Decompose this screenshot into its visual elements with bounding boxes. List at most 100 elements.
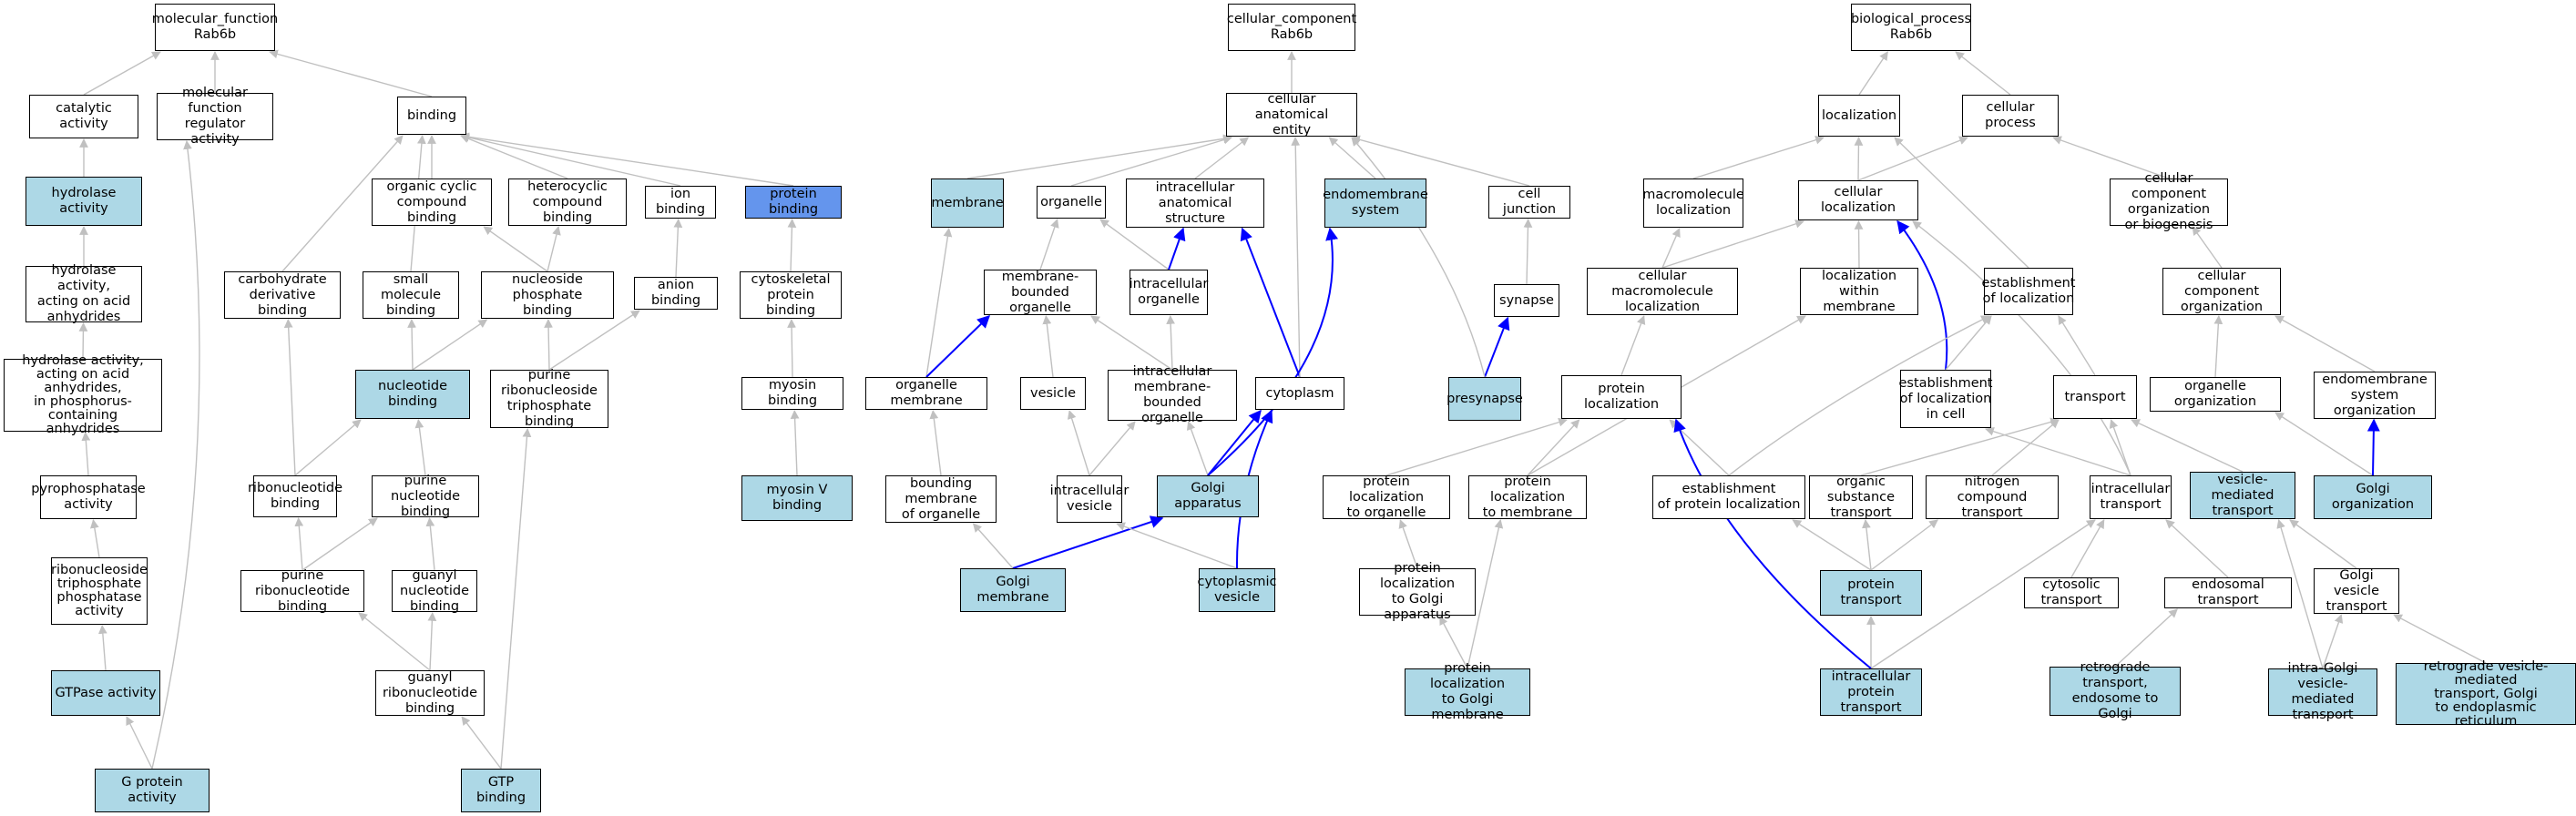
- go-term-node-pyrophosphatase[interactable]: pyrophosphatase activity: [31, 475, 146, 519]
- go-term-node-ccob[interactable]: cellular component organization or bioge…: [2110, 171, 2228, 232]
- edge-heterocyclic-to-binding: [460, 134, 568, 179]
- go-term-node-cytosolic[interactable]: cytosolic transport: [2024, 577, 2119, 608]
- go-term-node-proteinbinding[interactable]: protein binding: [745, 186, 842, 219]
- go-term-node-endomembrane[interactable]: endomembrane system: [1323, 178, 1428, 228]
- go-term-node-nucphos[interactable]: nucleoside phosphate binding: [481, 271, 614, 319]
- go-term-node-intragolgi[interactable]: intra-Golgi vesicle-mediated transport: [2268, 661, 2377, 722]
- edge-organicsub-to-transport: [1860, 417, 2060, 476]
- go-term-node-golgi[interactable]: Golgi apparatus: [1157, 475, 1259, 517]
- go-term-node-estprotloc[interactable]: establishment of protein localization: [1652, 475, 1805, 519]
- go-term-node-ionbinding[interactable]: ion binding: [645, 186, 716, 219]
- edge-estloc-to-localization: [1894, 137, 2029, 269]
- go-term-node-organicsub[interactable]: organic substance transport: [1809, 474, 1913, 520]
- go-term-node-intprottransport[interactable]: intracellular protein transport: [1820, 668, 1922, 716]
- go-term-node-cellloc[interactable]: cellular localization: [1798, 180, 1918, 220]
- go-term-node-estloc[interactable]: establishment of localization: [1982, 268, 2076, 315]
- go-term-node-celljunction[interactable]: cell junction: [1488, 186, 1570, 219]
- go-term-node-smallmol[interactable]: small molecule binding: [363, 271, 459, 319]
- edge-golgimem-to-boundingmem: [972, 523, 1014, 569]
- edge-golgi-to-imbo: [1186, 421, 1209, 476]
- go-term-node-inttransport[interactable]: intracellular transport: [2090, 475, 2172, 519]
- go-term-node-purinenucleotide[interactable]: purine nucleotide binding: [372, 474, 479, 519]
- go-term-node-organiccyclic[interactable]: organic cyclic compound binding: [372, 178, 492, 226]
- go-term-node-golgivesicle[interactable]: Golgi vesicle transport: [2314, 568, 2399, 614]
- go-term-node-cellprocess[interactable]: cellular process: [1962, 95, 2059, 137]
- go-term-node-purineribonucleotide[interactable]: purine ribonucleotide binding: [240, 568, 364, 614]
- go-term-node-ias[interactable]: intracellular anatomical structure: [1126, 178, 1264, 228]
- go-term-node-gtpbinding[interactable]: GTP binding: [461, 769, 541, 812]
- go-term-node-gprotein[interactable]: G protein activity: [95, 769, 210, 812]
- go-term-node-orgorg[interactable]: organelle organization: [2150, 377, 2281, 412]
- go-term-node-presynapse[interactable]: presynapse: [1446, 377, 1523, 421]
- go-term-node-cytoskeletal[interactable]: cytoskeletal protein binding: [740, 271, 842, 319]
- go-term-node-transport[interactable]: transport: [2053, 375, 2137, 419]
- go-term-node-membrane[interactable]: membrane: [931, 178, 1004, 228]
- go-term-node-guanylnucleotide[interactable]: guanyl nucleotide binding: [392, 568, 477, 614]
- go-term-node-mbo[interactable]: membrane-bounded organelle: [984, 270, 1097, 315]
- go-term-node-mf[interactable]: molecular_function Rab6b: [152, 4, 278, 51]
- go-term-node-organelle[interactable]: organelle: [1037, 186, 1106, 219]
- go-term-node-macroloc[interactable]: macromolecule localization: [1642, 178, 1744, 228]
- go-term-node-hydrolasephos[interactable]: hydrolase activity, acting on acid anhyd…: [4, 354, 162, 436]
- go-term-node-cytovesicle[interactable]: cytoplasmic vesicle: [1198, 568, 1276, 612]
- go-term-node-endosomal[interactable]: endosomal transport: [2164, 577, 2292, 608]
- go-term-node-mfreg[interactable]: molecular function regulator activity: [157, 86, 273, 147]
- edge-cellprocess-to-bp: [1955, 51, 2011, 96]
- go-term-node-binding[interactable]: binding: [397, 97, 466, 135]
- go-term-node-boundingmem[interactable]: bounding membrane of organelle: [885, 475, 997, 523]
- go-term-node-hydrolaseanh[interactable]: hydrolase activity, acting on acid anhyd…: [26, 263, 142, 324]
- edge-cellmacroloc-to-macroloc: [1661, 228, 1681, 269]
- go-term-node-anion[interactable]: anion binding: [634, 277, 718, 310]
- go-term-node-protloctogolgimem[interactable]: protein localization to Golgi membrane: [1405, 661, 1530, 722]
- go-term-node-golgimem[interactable]: Golgi membrane: [960, 568, 1066, 612]
- edge-cellloc-to-cellprocess: [1857, 136, 1968, 181]
- edge-estprotloc-to-estloc: [1728, 315, 1990, 476]
- go-term-node-retroendo[interactable]: retrograde transport, endosome to Golgi: [2050, 660, 2181, 721]
- go-term-node-bp[interactable]: biological_process Rab6b: [1851, 4, 1971, 51]
- go-term-node-orgmembrane[interactable]: organelle membrane: [865, 377, 987, 410]
- go-term-node-gtpase[interactable]: GTPase activity: [51, 670, 160, 716]
- go-term-node-protloctoorg[interactable]: protein localization to organelle: [1323, 474, 1450, 520]
- go-term-node-guanylribo[interactable]: guanyl ribonucleotide binding: [375, 670, 485, 716]
- go-term-node-protloctogolgi[interactable]: protein localization to Golgi apparatus: [1359, 561, 1476, 622]
- go-term-node-myosinV[interactable]: myosin V binding: [741, 475, 853, 521]
- go-term-node-vesiclemediated[interactable]: vesicle-mediated transport: [2190, 472, 2295, 519]
- go-term-node-imbo[interactable]: intracellular membrane-bounded organelle: [1108, 364, 1237, 425]
- go-term-node-purineribonucleosidetri[interactable]: purine ribonucleoside triphosphate bindi…: [490, 368, 608, 429]
- go-term-node-nitrogen[interactable]: nitrogen compound transport: [1926, 474, 2059, 520]
- edge-orgmembrane-to-membrane: [925, 228, 953, 378]
- go-term-node-intvesicle[interactable]: intracellular vesicle: [1050, 475, 1129, 523]
- go-term-node-locwithinmem[interactable]: localization within membrane: [1800, 268, 1918, 315]
- go-term-node-synapse[interactable]: synapse: [1494, 284, 1559, 317]
- go-term-node-ribonucleotide[interactable]: ribonucleotide binding: [248, 475, 342, 517]
- go-term-node-carbohydrate[interactable]: carbohydrate derivative binding: [224, 271, 341, 319]
- go-term-node-cco[interactable]: cellular component organization: [2162, 268, 2281, 315]
- go-term-node-cellmacroloc[interactable]: cellular macromolecule localization: [1587, 268, 1738, 315]
- go-term-node-heterocyclic[interactable]: heterocyclic compound binding: [508, 178, 627, 226]
- edge-guanylribo-to-guanylnucleotide: [427, 612, 437, 671]
- go-term-node-localization[interactable]: localization: [1818, 95, 1900, 137]
- go-term-node-cc[interactable]: cellular_component Rab6b: [1227, 4, 1356, 51]
- edge-estlocincell-to-estloc: [1945, 315, 1992, 371]
- go-term-node-retrovesicle[interactable]: retrograde vesicle-mediated transport, G…: [2396, 659, 2576, 728]
- go-term-node-estlocincell[interactable]: establishment of localization in cell: [1899, 370, 1993, 428]
- go-term-node-ntpase[interactable]: ribonucleoside triphosphate phosphatase …: [51, 557, 148, 625]
- go-term-node-protloc[interactable]: protein localization: [1561, 375, 1682, 419]
- go-term-node-cae[interactable]: cellular anatomical entity: [1226, 92, 1357, 138]
- go-term-node-proteintransport[interactable]: protein transport: [1820, 570, 1922, 616]
- go-term-node-cytoplasm[interactable]: cytoplasm: [1255, 377, 1344, 410]
- go-term-node-myosin[interactable]: myosin binding: [741, 377, 843, 410]
- go-term-node-hydrolase[interactable]: hydrolase activity: [26, 177, 142, 226]
- edge-proteintransport-to-nitrogen: [1870, 519, 1938, 571]
- go-term-node-protloctomem[interactable]: protein localization to membrane: [1468, 474, 1587, 520]
- edge-protloctogolgimem-to-protloctomem: [1467, 519, 1504, 669]
- edge-purineribonucleotide-to-ribonucleotide: [294, 517, 304, 571]
- go-term-node-golgiorg[interactable]: Golgi organization: [2314, 475, 2432, 519]
- go-term-node-intorganelle[interactable]: intracellular organelle: [1130, 270, 1208, 315]
- go-term-node-vesicle[interactable]: vesicle: [1020, 377, 1086, 410]
- go-term-node-nucleotidebinding[interactable]: nucleotide binding: [355, 370, 470, 419]
- go-term-node-catalytic[interactable]: catalytic activity: [29, 95, 138, 138]
- go-term-node-endomemorg[interactable]: endomembrane system organization: [2314, 372, 2436, 419]
- edge-transport-to-estloc: [2058, 315, 2096, 376]
- edge-locwithinmem-to-cellloc: [1854, 220, 1864, 269]
